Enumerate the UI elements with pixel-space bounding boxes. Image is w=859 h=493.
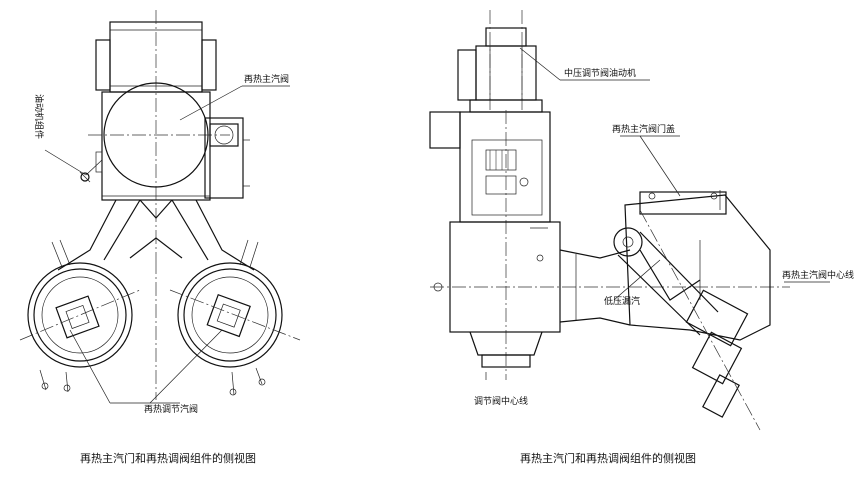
left-handwheel [79,151,103,183]
right-inclined-actuator [639,209,761,431]
right-ip-servomotor [457,10,543,113]
right-main-valve-body [613,190,771,341]
left-main-valve-body [88,82,230,201]
right-yoke [429,110,551,380]
label-control-valve-centerline: 调节阀中心线 [474,395,528,407]
label-servomotor-vertical: 油动机组件 [33,94,45,139]
label-ip-servomotor: 中压调节阀油动机 [564,67,636,79]
right-side-view: 中压调节阀油动机 再热主汽阀门盖 再热主汽阀中心线 低压漏汽 调节阀中心线 再热… [429,10,854,465]
left-side-actuator [204,117,250,199]
right-view-caption: 再热主汽门和再热调阀组件的侧视图 [520,451,696,465]
label-low-pressure-leak: 低压漏汽 [604,295,640,307]
left-side-view: 再热主汽阀 油动机组件 再热调节汽阀 再热主汽门和再热调阀组件的侧视图 [19,10,301,465]
label-main-valve-cover: 再热主汽阀门盖 [612,123,675,135]
left-control-valve-a [27,239,133,393]
right-connecting-pipe [559,249,631,326]
left-view-caption: 再热主汽门和再热调阀组件的侧视图 [80,451,256,465]
left-y-pipes [57,199,255,271]
left-control-valve-b [177,239,283,396]
label-control-valve: 再热调节汽阀 [144,403,198,415]
right-control-valve-body [430,221,790,368]
label-main-valve-centerline: 再热主汽阀中心线 [782,269,854,281]
label-main-valve: 再热主汽阀 [244,73,289,85]
